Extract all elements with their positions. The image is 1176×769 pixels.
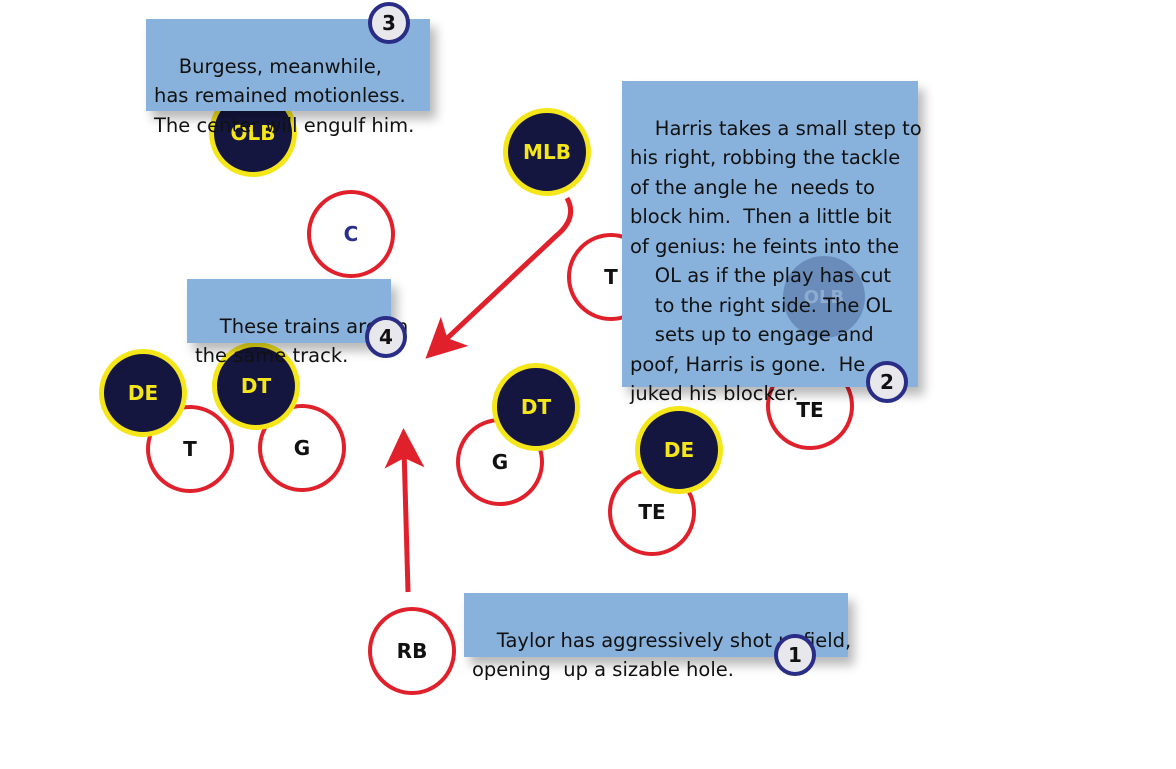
note-3-text: Burgess, meanwhile, has remained motionl… <box>154 54 415 137</box>
note-2-number: 2 <box>880 370 894 394</box>
note-4: These trains are on the same track. <box>187 279 408 367</box>
rb-path-arrow <box>384 428 425 593</box>
left-dt-label: DT <box>240 374 272 398</box>
defense-left-tackle: DT <box>212 342 300 430</box>
offense-center: C <box>307 190 395 278</box>
offense-left-guard: G <box>258 404 346 492</box>
left-guard-label: G <box>293 436 311 460</box>
defense-right-end: DE <box>635 406 723 494</box>
note-2-badge: 2 <box>866 361 908 403</box>
defense-right-olb-ghost: OLB <box>783 256 865 338</box>
inner-tight-end-label: TE <box>638 500 666 524</box>
left-tackle-label: T <box>183 437 197 461</box>
note-1-text: Taylor has aggressively shot upfield, op… <box>472 628 852 682</box>
note-1-number: 1 <box>788 643 802 667</box>
left-olb-label: OLB <box>231 121 276 145</box>
running-back-label: RB <box>396 639 428 663</box>
defense-right-tackle: DT <box>492 363 580 451</box>
offense-running-back: RB <box>368 607 456 695</box>
right-tackle-label: T <box>604 265 618 289</box>
defense-mlb: MLB <box>503 108 591 196</box>
note-4-number: 4 <box>379 325 393 349</box>
note-3-badge: 3 <box>368 2 410 44</box>
right-guard-label: G <box>491 450 509 474</box>
center-label: C <box>343 222 359 246</box>
right-olb-ghost-label: OLB <box>803 286 845 308</box>
outer-tight-end-label: TE <box>796 398 824 422</box>
mlb-path-arrow <box>425 196 574 359</box>
mlb-label: MLB <box>523 140 571 164</box>
left-end-label: DE <box>127 381 159 405</box>
defense-left-end: DE <box>99 349 187 437</box>
note-1-badge: 1 <box>774 634 816 676</box>
note-2-text: Harris takes a small step to his right, … <box>630 116 922 406</box>
right-end-label: DE <box>663 438 695 462</box>
note-4-badge: 4 <box>365 316 407 358</box>
right-dt-label: DT <box>520 395 552 419</box>
note-2 <box>622 81 918 387</box>
note-3-number: 3 <box>382 11 396 35</box>
note-2-text-layer: Harris takes a small step to his right, … <box>622 81 922 406</box>
